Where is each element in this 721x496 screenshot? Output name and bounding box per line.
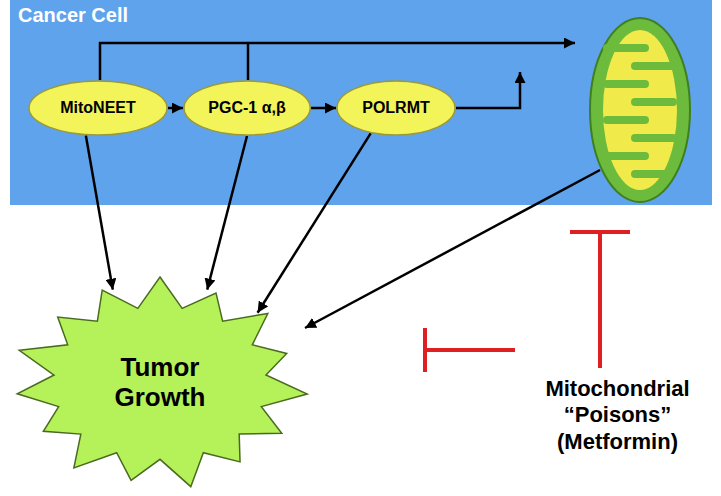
- region-heading: Cancer Cell: [18, 4, 128, 27]
- mitochondrion: [590, 18, 690, 202]
- flow-arrow: [311, 107, 336, 110]
- drug-label: Mitochondrial “Poisons” (Metformin): [525, 376, 710, 455]
- tumor-starburst: Tumor Growth: [10, 275, 310, 491]
- node-label: Tumor Growth: [85, 353, 235, 413]
- inhibition-line: [425, 232, 630, 372]
- polrmt-mito-arrow: [456, 72, 520, 108]
- flow-arrow: [258, 133, 371, 312]
- flow-arrow: [207, 136, 247, 290]
- text-holder: PGC-1 α,β: [208, 99, 285, 117]
- text-holder: MitoNEET: [60, 99, 136, 117]
- text-holder: POLRMT: [362, 99, 430, 117]
- bracket-arrow: [247, 43, 250, 80]
- node-label: MitoNEET: [60, 99, 136, 117]
- bracket-arrow: [100, 43, 575, 80]
- protein-ellipse: MitoNEET: [28, 80, 168, 136]
- cell-band: Cancer CellMitoNEET PGC-1 α,β POLRMT: [10, 0, 712, 205]
- mito-tumor-arrow: [305, 170, 600, 328]
- node-label: POLRMT: [362, 99, 430, 117]
- protein-ellipse: POLRMT: [336, 80, 456, 136]
- node-label: PGC-1 α,β: [208, 99, 285, 117]
- flow-arrow: [168, 107, 183, 110]
- protein-ellipse: PGC-1 α,β: [183, 80, 311, 136]
- drug-label-text: Mitochondrial “Poisons” (Metformin): [525, 376, 710, 455]
- text-holder: Cancer Cell: [18, 4, 128, 27]
- cell-band-fill: [10, 0, 712, 205]
- flow-arrow: [86, 136, 113, 290]
- text-holder: Tumor Growth: [85, 353, 235, 413]
